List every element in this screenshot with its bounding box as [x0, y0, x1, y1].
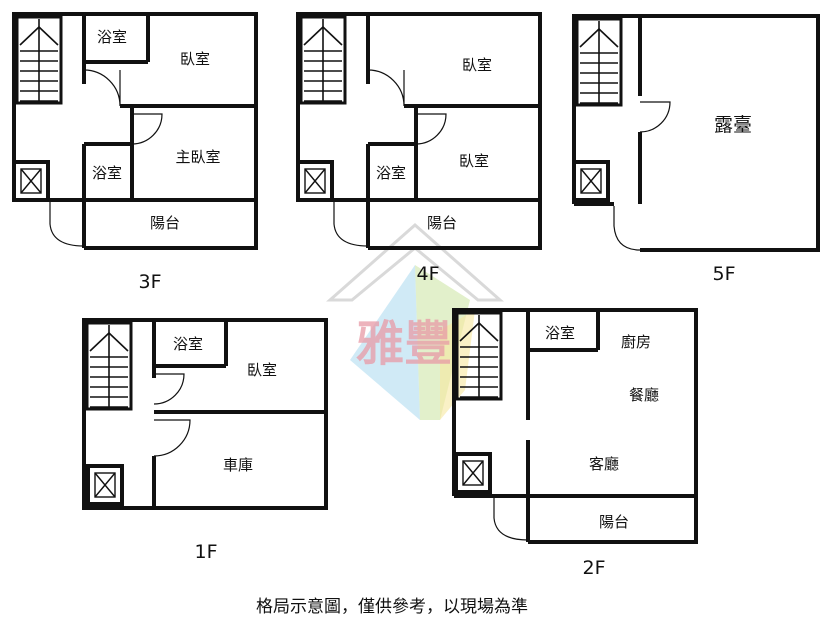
- floor-5f: 露臺 5F: [572, 14, 820, 285]
- room-label-bath: 浴室: [97, 28, 127, 46]
- door-icon: [493, 498, 529, 541]
- room-label-bath: 浴室: [545, 324, 575, 342]
- floor-label: 5F: [712, 263, 735, 285]
- elevator-icon: [572, 160, 610, 202]
- elevator-icon: [296, 160, 334, 202]
- elevator-icon: [454, 452, 492, 494]
- floor-label: 2F: [582, 557, 605, 579]
- disclaimer-caption: 格局示意圖，僅供參考，以現場為準: [256, 597, 528, 617]
- staircase-icon: [299, 15, 347, 105]
- elevator-icon: [86, 464, 124, 506]
- room-label-kitchen: 廚房: [621, 333, 651, 351]
- floor-label: 4F: [416, 263, 439, 285]
- room-label-bedroom: 臥室: [459, 152, 489, 170]
- watermark-logo: 雅豐: [326, 222, 504, 420]
- room-label-balcony: 陽台: [150, 214, 180, 232]
- floor-label: 1F: [194, 541, 217, 563]
- room-label-bath: 浴室: [376, 164, 406, 182]
- door-icon: [415, 113, 447, 145]
- door-icon: [367, 69, 405, 107]
- door-icon: [49, 202, 85, 247]
- floor-2f: 浴室 廚房 餐廳 客廳 陽台 2F: [452, 308, 698, 579]
- floor-label: 3F: [138, 271, 161, 293]
- staircase-icon: [15, 15, 63, 105]
- door-icon: [153, 373, 185, 405]
- room-label-bath: 浴室: [92, 164, 122, 182]
- room-label-bedroom: 臥室: [462, 56, 492, 74]
- watermark-blue-shape: [350, 265, 420, 420]
- door-icon: [153, 419, 191, 457]
- elevator-icon: [12, 160, 50, 202]
- room-label-balcony: 陽台: [427, 214, 457, 232]
- watermark-roof-icon: [326, 222, 504, 302]
- door-icon: [131, 113, 163, 145]
- room-label-bath: 浴室: [173, 335, 203, 353]
- floor-3f: 浴室 臥室 主臥室 浴室 陽台 3F: [12, 12, 258, 293]
- floor-4f: 臥室 臥室 浴室 陽台 4F: [296, 12, 542, 285]
- watermark-text: 雅豐: [356, 316, 452, 372]
- staircase-icon: [575, 17, 623, 107]
- room-label-garage: 車庫: [223, 456, 253, 474]
- room-label-living: 客廳: [589, 455, 619, 473]
- room-label-dining: 餐廳: [629, 386, 659, 404]
- door-icon: [333, 202, 369, 247]
- room-label-bedroom: 臥室: [180, 50, 210, 68]
- room-label-balcony: 陽台: [599, 513, 629, 531]
- door-icon: [83, 69, 121, 107]
- staircase-icon: [85, 321, 133, 411]
- door-icon: [613, 206, 641, 251]
- floor-1f: 浴室 臥室 車庫 1F: [82, 318, 328, 563]
- door-icon: [639, 101, 671, 133]
- room-label-bedroom: 臥室: [247, 361, 277, 379]
- room-label-terrace: 露臺: [714, 114, 752, 136]
- room-label-master-bedroom: 主臥室: [175, 148, 220, 166]
